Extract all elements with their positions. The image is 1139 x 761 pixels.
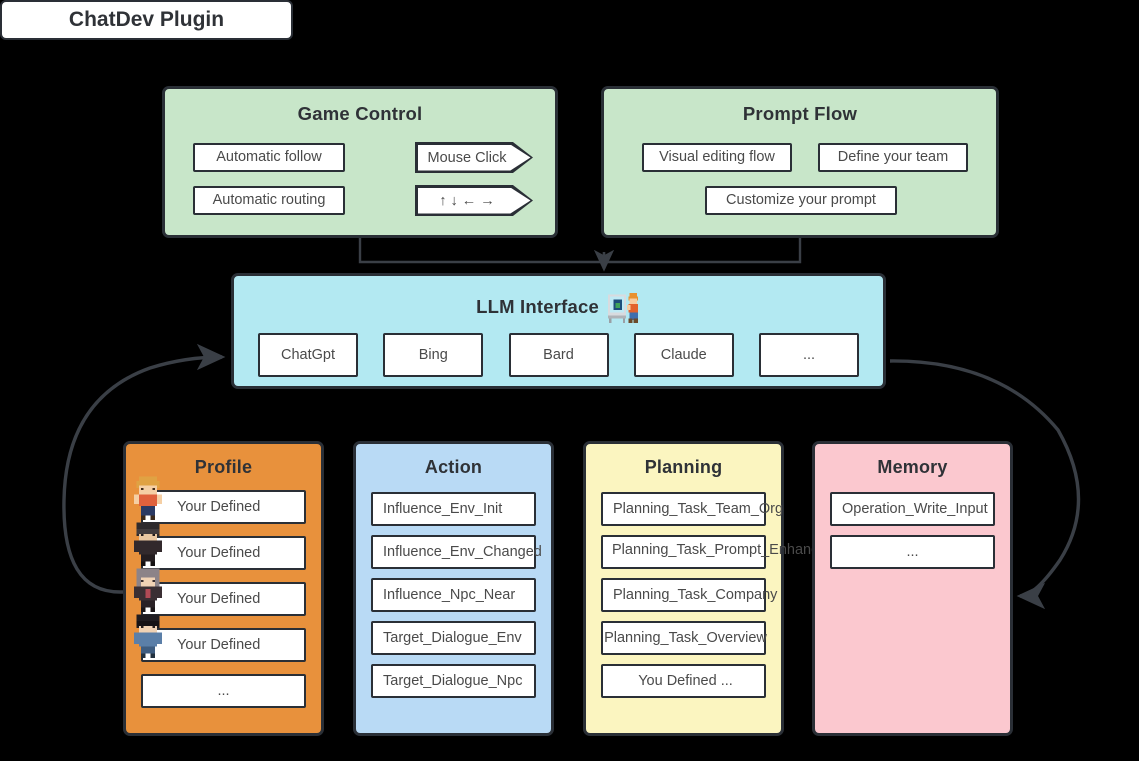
llm-model-chatgpt[interactable]: ChatGpt xyxy=(258,333,358,377)
profile-item-label: Your Defined xyxy=(141,490,306,524)
planning-item-overview[interactable]: Planning_Task_Overview xyxy=(601,621,767,655)
profile-list: Your Defined Your Defined xyxy=(134,476,306,708)
list-item[interactable]: Your Defined xyxy=(134,522,306,570)
list-item[interactable]: Your Defined xyxy=(134,568,306,616)
planning-item-team-org[interactable]: Planning_Task_Team_Org xyxy=(601,492,783,526)
llm-model-list: ChatGpt Bing Bard Claude ... xyxy=(258,333,859,377)
memory-item-more[interactable]: ... xyxy=(830,535,995,569)
panel-game-control-title: Game Control xyxy=(297,103,423,124)
game-control-automatic-routing[interactable]: Automatic routing xyxy=(193,186,345,215)
panel-planning-title: Planning xyxy=(644,457,723,477)
game-control-arrow-keys-label: ↑ ↓ ← → xyxy=(417,187,531,214)
panel-memory-title: Memory xyxy=(877,457,948,477)
game-control-automatic-follow[interactable]: Automatic follow xyxy=(193,143,345,172)
action-item-influence-env-init[interactable]: Influence_Env_Init xyxy=(371,492,536,526)
planning-item-company[interactable]: Planning_Task_Company xyxy=(601,578,777,612)
panel-planning: Planning Planning_Task_Team_Org Planning… xyxy=(583,441,826,736)
planning-item-you-defined[interactable]: You Defined ... xyxy=(601,664,766,698)
profile-item-label: Your Defined xyxy=(141,536,306,570)
llm-model-claude[interactable]: Claude xyxy=(633,333,734,377)
panel-llm-interface: LLM Interface ChatGpt Bing xyxy=(231,273,886,389)
action-item-influence-env-changed[interactable]: Influence_Env_Changed xyxy=(371,535,542,569)
panel-game-control: Game Control Automatic follow Automatic … xyxy=(162,86,558,238)
panel-prompt-flow: Prompt Flow Visual editing flow Define y… xyxy=(601,86,999,238)
llm-model-more[interactable]: ... xyxy=(759,333,859,377)
panel-llm-interface-label: LLM Interface xyxy=(476,296,599,317)
prompt-flow-define-your-team[interactable]: Define your team xyxy=(818,143,968,172)
prompt-flow-visual-editing-flow[interactable]: Visual editing flow xyxy=(642,143,792,172)
game-control-arrow-keys[interactable]: ↑ ↓ ← → xyxy=(415,185,533,216)
planning-list: Planning_Task_Team_Org Planning_Task_Pro… xyxy=(601,492,826,698)
planning-item-prompt-enhance[interactable]: Planning_Task_Prompt_Enhance xyxy=(601,535,826,569)
pixel-person-at-computer-icon xyxy=(608,293,638,323)
game-control-mouse-click[interactable]: Mouse Click xyxy=(415,142,533,173)
panel-action-title: Action xyxy=(424,457,483,477)
memory-list: Operation_Write_Input ... xyxy=(830,492,995,569)
panel-memory: Memory Operation_Write_Input ... xyxy=(812,441,1013,736)
action-item-target-dialogue-npc[interactable]: Target_Dialogue_Npc xyxy=(371,664,536,698)
profile-item-label: Your Defined xyxy=(141,628,306,662)
action-list: Influence_Env_Init Influence_Env_Changed… xyxy=(371,492,542,698)
memory-item-operation-write-input[interactable]: Operation_Write_Input xyxy=(830,492,995,526)
page-title: ChatDev Plugin xyxy=(0,0,293,40)
prompt-flow-customize-your-prompt[interactable]: Customize your prompt xyxy=(705,186,897,215)
profile-item-more[interactable]: ... xyxy=(141,674,306,708)
list-item[interactable]: Your Defined xyxy=(134,614,306,662)
game-control-mouse-click-label: Mouse Click xyxy=(417,144,531,171)
list-item[interactable]: Your Defined xyxy=(134,476,306,524)
link-game-control-to-llm xyxy=(358,238,802,264)
llm-model-bing[interactable]: Bing xyxy=(383,333,484,377)
panel-llm-interface-title: LLM Interface xyxy=(234,290,883,324)
llm-model-bard[interactable]: Bard xyxy=(508,333,609,377)
action-item-influence-npc-near[interactable]: Influence_Npc_Near xyxy=(371,578,536,612)
page-title-label: ChatDev Plugin xyxy=(68,8,225,31)
panel-prompt-flow-title: Prompt Flow xyxy=(742,103,858,124)
profile-item-label: Your Defined xyxy=(141,582,306,616)
panel-profile: Profile Your Defined xyxy=(123,441,324,736)
action-item-target-dialogue-env[interactable]: Target_Dialogue_Env xyxy=(371,621,536,655)
panel-action: Action Influence_Env_Init Influence_Env_… xyxy=(353,441,554,736)
panel-profile-title: Profile xyxy=(194,457,253,477)
